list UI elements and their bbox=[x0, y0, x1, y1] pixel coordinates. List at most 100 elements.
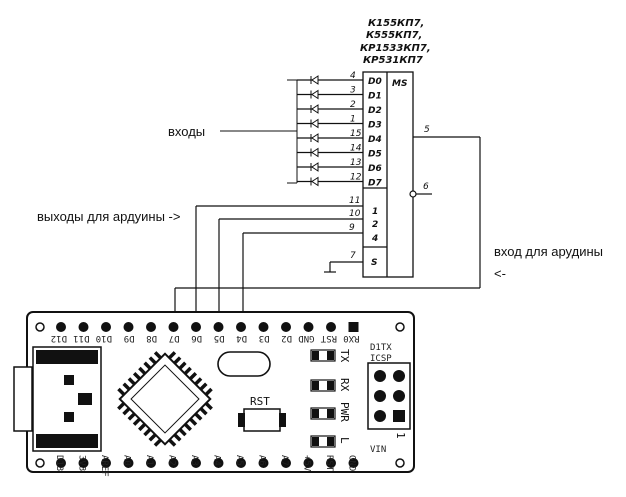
diode-icon bbox=[311, 162, 319, 172]
address-pin-name: 2 bbox=[372, 220, 378, 230]
header-pin: RST bbox=[320, 322, 337, 343]
inputs-bracket bbox=[220, 79, 298, 184]
input-pin-name: D1 bbox=[368, 92, 382, 102]
input-pin-name: D7 bbox=[368, 179, 382, 189]
header-pin-label: D4 bbox=[236, 333, 247, 343]
header-pin-label: A3 bbox=[189, 455, 199, 466]
input-pin-name: D6 bbox=[368, 164, 382, 174]
header-pin-label: A5 bbox=[234, 455, 244, 466]
input-pin-num: 2 bbox=[350, 100, 356, 110]
header-pin: D10 bbox=[96, 322, 112, 343]
rx-led-label: RX bbox=[338, 378, 351, 392]
input-pin-num: 13 bbox=[350, 158, 362, 168]
chip-title-4: КР531КП7 bbox=[363, 55, 423, 66]
l-led-label: L bbox=[338, 437, 351, 444]
outputs-annotation: выходы для ардуины -> bbox=[37, 209, 181, 224]
diode-icon bbox=[311, 118, 319, 129]
input-pin-name: D5 bbox=[368, 150, 382, 160]
chip-title-1: К155КП7, bbox=[368, 18, 424, 29]
mounting-hole-icon bbox=[395, 458, 405, 468]
header-pin: A1 bbox=[144, 455, 156, 468]
header-pin: AREF bbox=[99, 455, 111, 477]
chip-function-label: MS bbox=[392, 79, 407, 89]
header-pin: D3 bbox=[258, 322, 270, 343]
multiplexer-chip bbox=[362, 71, 414, 278]
strobe-pin bbox=[324, 261, 363, 273]
usb-shield-top bbox=[36, 350, 98, 364]
header-pin: A3 bbox=[189, 455, 201, 468]
usb-shield-bottom bbox=[36, 434, 98, 448]
input-pin-num: 15 bbox=[350, 129, 362, 139]
header-pin-label: D5 bbox=[214, 333, 225, 343]
chip-title-2: К555КП7, bbox=[366, 30, 422, 41]
crystal-oscillator bbox=[217, 351, 271, 377]
header-pin-label: D7 bbox=[169, 333, 180, 343]
header-pin: D9 bbox=[123, 322, 135, 343]
output-pin-5-num: 5 bbox=[424, 125, 430, 135]
strobe-pin-num: 7 bbox=[350, 251, 356, 261]
usb-connector bbox=[13, 366, 33, 432]
address-pin-name: 4 bbox=[371, 234, 378, 244]
strobe-pin-name: S bbox=[371, 258, 377, 268]
header-pin-label: GND bbox=[347, 455, 357, 471]
input-pin-num: 4 bbox=[350, 71, 356, 81]
header-pin-label: +5V bbox=[302, 455, 312, 472]
header-pin: A5 bbox=[234, 455, 246, 468]
diode-icon bbox=[311, 176, 319, 187]
header-pin-label: D12 bbox=[51, 333, 67, 343]
inputs-annotation: входы bbox=[168, 124, 206, 139]
input-pin-name: D0 bbox=[368, 77, 382, 87]
header-pin: D6 bbox=[191, 322, 202, 343]
icsp-pin1-label: 1 bbox=[394, 432, 407, 439]
header-pin-label: A1 bbox=[144, 455, 154, 466]
status-leds bbox=[310, 349, 336, 448]
icsp-label: ICSP bbox=[370, 354, 392, 364]
header-pin: GND bbox=[298, 322, 315, 343]
output-pins bbox=[174, 136, 481, 322]
input-pin-name: D2 bbox=[368, 106, 382, 116]
address-pin-num: 9 bbox=[349, 223, 355, 233]
header-pin-label: D10 bbox=[96, 333, 112, 343]
header-pin-label: A2 bbox=[167, 455, 177, 466]
header-pin: A2 bbox=[167, 455, 179, 468]
address-line: 111 bbox=[196, 196, 378, 217]
header-pin-label: D2 bbox=[281, 333, 292, 343]
input-line: 4D0 bbox=[297, 71, 382, 87]
header-pin-label: D9 bbox=[124, 333, 135, 343]
address-pin-num: 10 bbox=[349, 209, 361, 219]
header-pin: D2 bbox=[281, 322, 292, 343]
input-pin-num: 12 bbox=[350, 173, 362, 183]
diode-icon bbox=[311, 147, 319, 158]
input-line: 1D3 bbox=[297, 115, 382, 131]
header-pin-label: D3 bbox=[259, 333, 270, 343]
pwr-led-label: PWR bbox=[338, 402, 351, 422]
mounting-hole-icon bbox=[395, 322, 405, 332]
header-pin-label: D8 bbox=[146, 333, 157, 343]
input-pin-num: 3 bbox=[350, 86, 356, 96]
reset-button[interactable] bbox=[243, 408, 281, 432]
header-pin-label: D13 bbox=[54, 455, 64, 471]
header-pin-label: D6 bbox=[191, 333, 202, 343]
header-pin-label: D11 bbox=[73, 333, 89, 343]
header-pin: RX0 bbox=[343, 322, 360, 343]
diode-icon bbox=[311, 75, 319, 85]
mounting-hole-icon bbox=[35, 458, 45, 468]
header-pin-label: GND bbox=[298, 333, 314, 343]
header-pin: D13 bbox=[54, 455, 66, 471]
header-pin-label: A4 bbox=[212, 455, 222, 466]
input-pin-name: D4 bbox=[368, 135, 382, 145]
d1tx-label: D1TX bbox=[370, 343, 392, 353]
header-pin: D4 bbox=[236, 322, 247, 343]
header-pin: D12 bbox=[51, 322, 67, 343]
header-pin-label: RST bbox=[324, 455, 334, 472]
address-line: 94 bbox=[243, 223, 378, 244]
header-pin-label: RST bbox=[320, 333, 337, 343]
input-pin-name: D3 bbox=[368, 121, 382, 131]
